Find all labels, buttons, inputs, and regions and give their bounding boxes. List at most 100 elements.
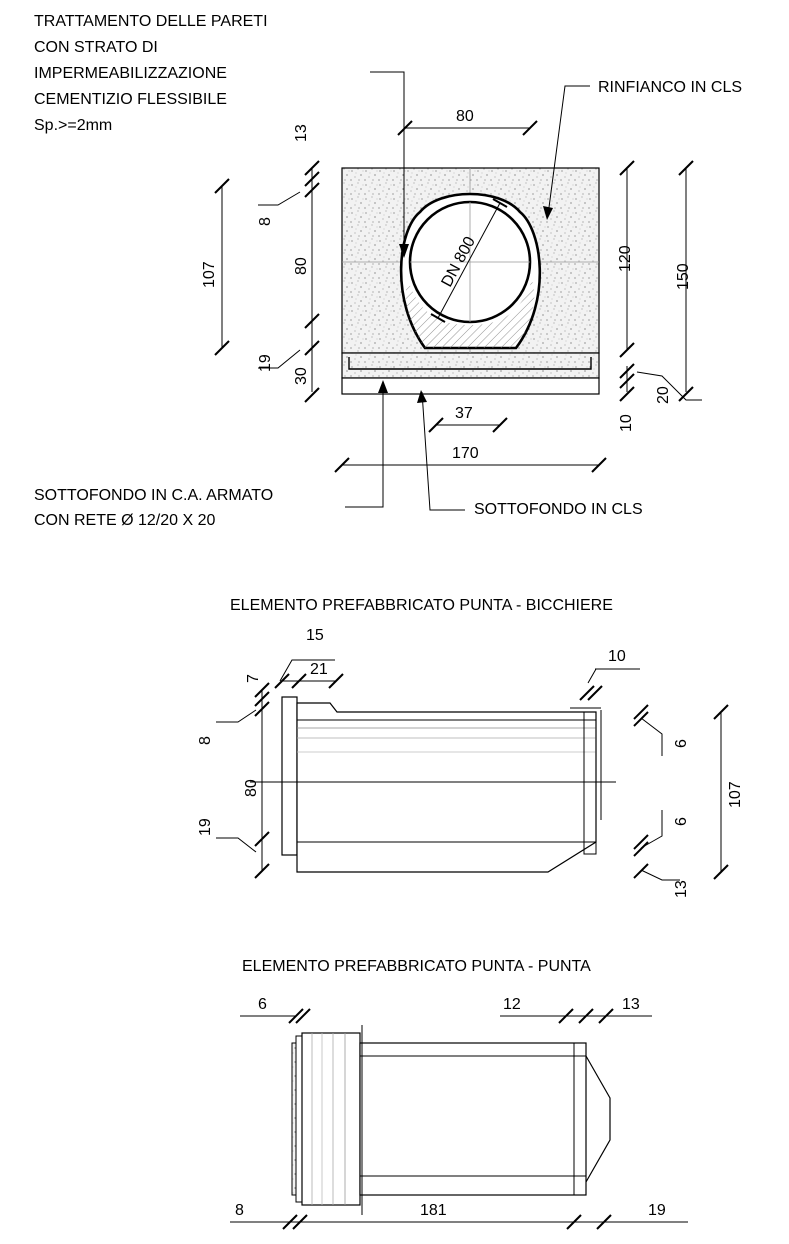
dim-tick (397, 120, 413, 136)
dim-tick (579, 685, 595, 701)
pipe-section-drawing: TRATTAMENTO DELLE PARETI CON STRATO DI I… (34, 13, 742, 529)
dim-tick (633, 841, 649, 857)
dim-tick (591, 457, 607, 473)
dim-tick (633, 863, 649, 879)
dim-leader (640, 717, 663, 756)
dim-10-elem1: 10 (608, 648, 626, 665)
dim-tick (288, 1008, 304, 1024)
dim-leader (216, 709, 257, 723)
dim-19: 19 (257, 354, 274, 372)
dim-tick (304, 171, 320, 187)
pipe-base-hatch (405, 280, 535, 348)
dim-tick (619, 373, 635, 389)
dn-tick (430, 313, 446, 323)
base-right-label: SOTTOFONDO IN CLS (474, 501, 643, 518)
note-left-line-2: CON STRATO DI (34, 39, 158, 56)
note-right-leader (547, 85, 590, 216)
dim-tick (678, 386, 694, 402)
elem1-socket-flange (281, 696, 298, 856)
dim-tick (214, 178, 230, 194)
dim-80-elem1: 80 (243, 779, 260, 797)
dim-10: 10 (618, 414, 635, 432)
base-left-line-1: SOTTOFONDO IN C.A. ARMATO (34, 487, 273, 504)
leader-arrow (417, 390, 427, 403)
dim-tick (254, 682, 270, 698)
dim-tick (328, 673, 344, 689)
note-left-line-3: IMPERMEABILIZZAZIONE (34, 65, 227, 82)
element-spigot-spigot: ELEMENTO PREFABBRICATO PUNTA - PUNTA 6 1… (230, 958, 688, 1230)
dim-80: 80 (293, 257, 310, 275)
rebar-mesh-line (348, 357, 592, 370)
dim-13-elem2: 13 (622, 996, 640, 1013)
elem1-title: ELEMENTO PREFABBRICATO PUNTA - BICCHIERE (230, 597, 613, 614)
dim-tick (633, 711, 649, 727)
note-left-line-1: TRATTAMENTO DELLE PARETI (34, 13, 268, 30)
dim-181: 181 (420, 1202, 447, 1219)
plain-base (341, 377, 600, 395)
dim-13: 13 (293, 124, 310, 142)
dim-150: 150 (675, 263, 692, 290)
note-left-leader (370, 71, 405, 255)
dim-tick (566, 1214, 582, 1230)
dim-8-elem1: 8 (197, 736, 214, 745)
dim-6-elem2: 6 (258, 996, 267, 1013)
dim-tick (598, 1008, 614, 1024)
dim-tick (619, 386, 635, 402)
note-left-line-4: CEMENTIZIO FLESSIBILE (34, 91, 227, 108)
dim-tick (254, 831, 270, 847)
dim-19-elem1: 19 (197, 818, 214, 836)
dim-tick (304, 340, 320, 356)
base-right-leader (421, 391, 465, 511)
dim-leader (640, 869, 680, 881)
dim-30: 30 (293, 367, 310, 385)
dim-leader (216, 837, 257, 853)
elem1-spigot-end (583, 711, 597, 855)
dim-tick (492, 417, 508, 433)
dim-tick (254, 701, 270, 717)
dim-tick (619, 342, 635, 358)
element-spigot-socket: ELEMENTO PREFABBRICATO PUNTA - BICCHIERE… (197, 597, 744, 898)
dim-6-bottom: 6 (673, 817, 690, 826)
dim-15: 15 (306, 627, 324, 644)
dim-37: 37 (455, 405, 473, 422)
dim-tick (292, 1214, 308, 1230)
elem2-end-ring (295, 1035, 303, 1203)
dim-tick (254, 863, 270, 879)
dim-tick (578, 1008, 594, 1024)
dim-leader (258, 349, 301, 369)
dim-8: 8 (257, 217, 274, 226)
elem2-left-collar (301, 1032, 361, 1206)
dim-170: 170 (452, 445, 479, 462)
dim-tick (304, 182, 320, 198)
elem2-title: ELEMENTO PREFABBRICATO PUNTA - PUNTA (242, 958, 591, 975)
dim-20: 20 (655, 386, 672, 404)
dim-top-80: 80 (456, 108, 474, 125)
dim-tick (295, 1008, 311, 1024)
dim-tick (304, 160, 320, 176)
dim-tick (633, 834, 649, 850)
dim-tick (633, 704, 649, 720)
dim-leader (636, 371, 702, 401)
dim-13-elem1: 13 (673, 880, 690, 898)
dim-6-top: 6 (673, 739, 690, 748)
dim-tick (587, 685, 603, 701)
dim-leader (640, 810, 663, 849)
dim-tick (713, 704, 729, 720)
dim-tick (619, 363, 635, 379)
dim-tick (619, 160, 635, 176)
base-left-line-2: CON RETE Ø 12/20 X 20 (34, 512, 216, 529)
dim-120: 120 (617, 245, 634, 272)
note-left-line-5: Sp.>=2mm (34, 117, 112, 134)
dim-107-elem1: 107 (727, 781, 744, 808)
dim-leader (587, 668, 597, 684)
dim-tick (304, 313, 320, 329)
dim-21: 21 (310, 661, 328, 678)
dim-107: 107 (201, 261, 218, 288)
elem2-spigot-taper (585, 1055, 611, 1183)
elem2-body (359, 1042, 587, 1196)
dim-7: 7 (245, 674, 262, 683)
dim-tick (334, 457, 350, 473)
dim-tick (596, 1214, 612, 1230)
dim-12: 12 (503, 996, 521, 1013)
